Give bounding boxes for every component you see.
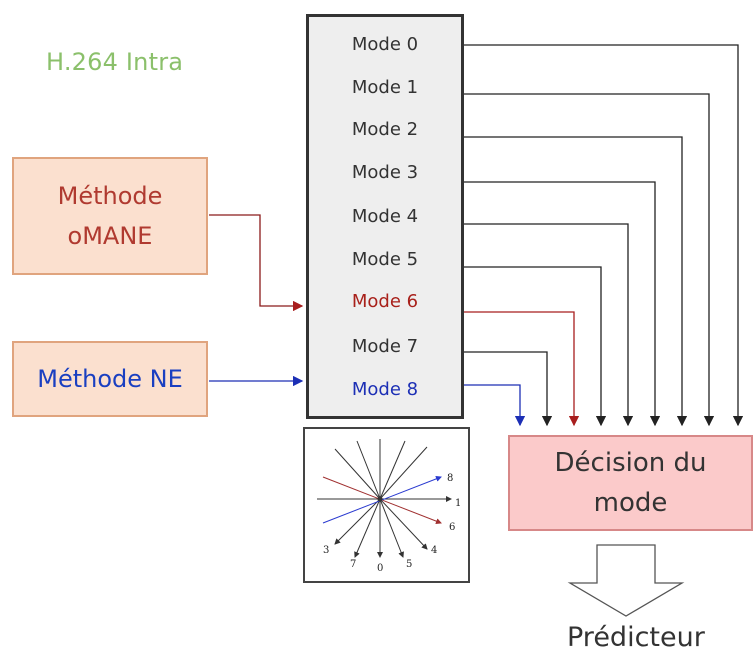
mode-decision-box: Décision du mode — [508, 435, 753, 531]
predictor-label: Prédicteur — [567, 622, 705, 653]
mode-3: Mode 3 — [351, 162, 419, 183]
arrow-mode-1 — [464, 93, 715, 427]
mode-5: Mode 5 — [351, 249, 419, 270]
arrow-mode-7 — [464, 351, 553, 427]
dir-label-4: 4 — [431, 545, 437, 556]
dir-label-3: 3 — [323, 545, 329, 556]
arrow-mode-8 — [464, 384, 526, 427]
diagram-title: H.264 Intra — [46, 48, 184, 76]
mode-2: Mode 2 — [351, 119, 419, 140]
mode-list-box: Mode 0 Mode 1 Mode 2 Mode 3 Mode 4 Mode … — [306, 14, 464, 419]
arrow-mode-2 — [464, 136, 688, 427]
arrow-mode-4 — [464, 223, 634, 427]
mode-0: Mode 0 — [351, 34, 419, 55]
mode-1: Mode 1 — [351, 77, 419, 98]
dir-label-0: 0 — [377, 563, 383, 574]
dir-label-6: 6 — [449, 522, 455, 533]
arrow-omane-to-mode-6 — [209, 214, 304, 312]
intra-direction-box: 8 1 6 4 5 0 7 3 — [303, 427, 470, 583]
omane-method-box: Méthode oMANE — [12, 157, 208, 275]
direction-rays-figure: 8 1 6 4 5 0 7 3 — [317, 439, 461, 574]
dir-label-5: 5 — [406, 559, 412, 570]
omane-method-label: Méthode oMANE — [57, 182, 163, 250]
arrow-mode-3 — [464, 181, 661, 427]
arrow-mode-0 — [464, 44, 744, 427]
mode-4: Mode 4 — [351, 206, 419, 227]
dir-label-7: 7 — [350, 559, 356, 570]
dir-label-8: 8 — [447, 473, 453, 484]
mode-7: Mode 7 — [351, 336, 419, 357]
gray-rays — [317, 439, 452, 558]
down-arrow-icon — [567, 544, 685, 617]
ne-method-box: Méthode NE — [12, 341, 208, 417]
dir-label-1: 1 — [455, 498, 461, 509]
mode-6: Mode 6 — [351, 291, 419, 312]
mode-8: Mode 8 — [351, 379, 419, 400]
ne-method-label: Méthode NE — [37, 365, 183, 393]
arrow-mode-5 — [464, 266, 607, 427]
mode-decision-label: Décision du mode — [554, 448, 707, 518]
arrow-mode-6 — [464, 311, 580, 427]
